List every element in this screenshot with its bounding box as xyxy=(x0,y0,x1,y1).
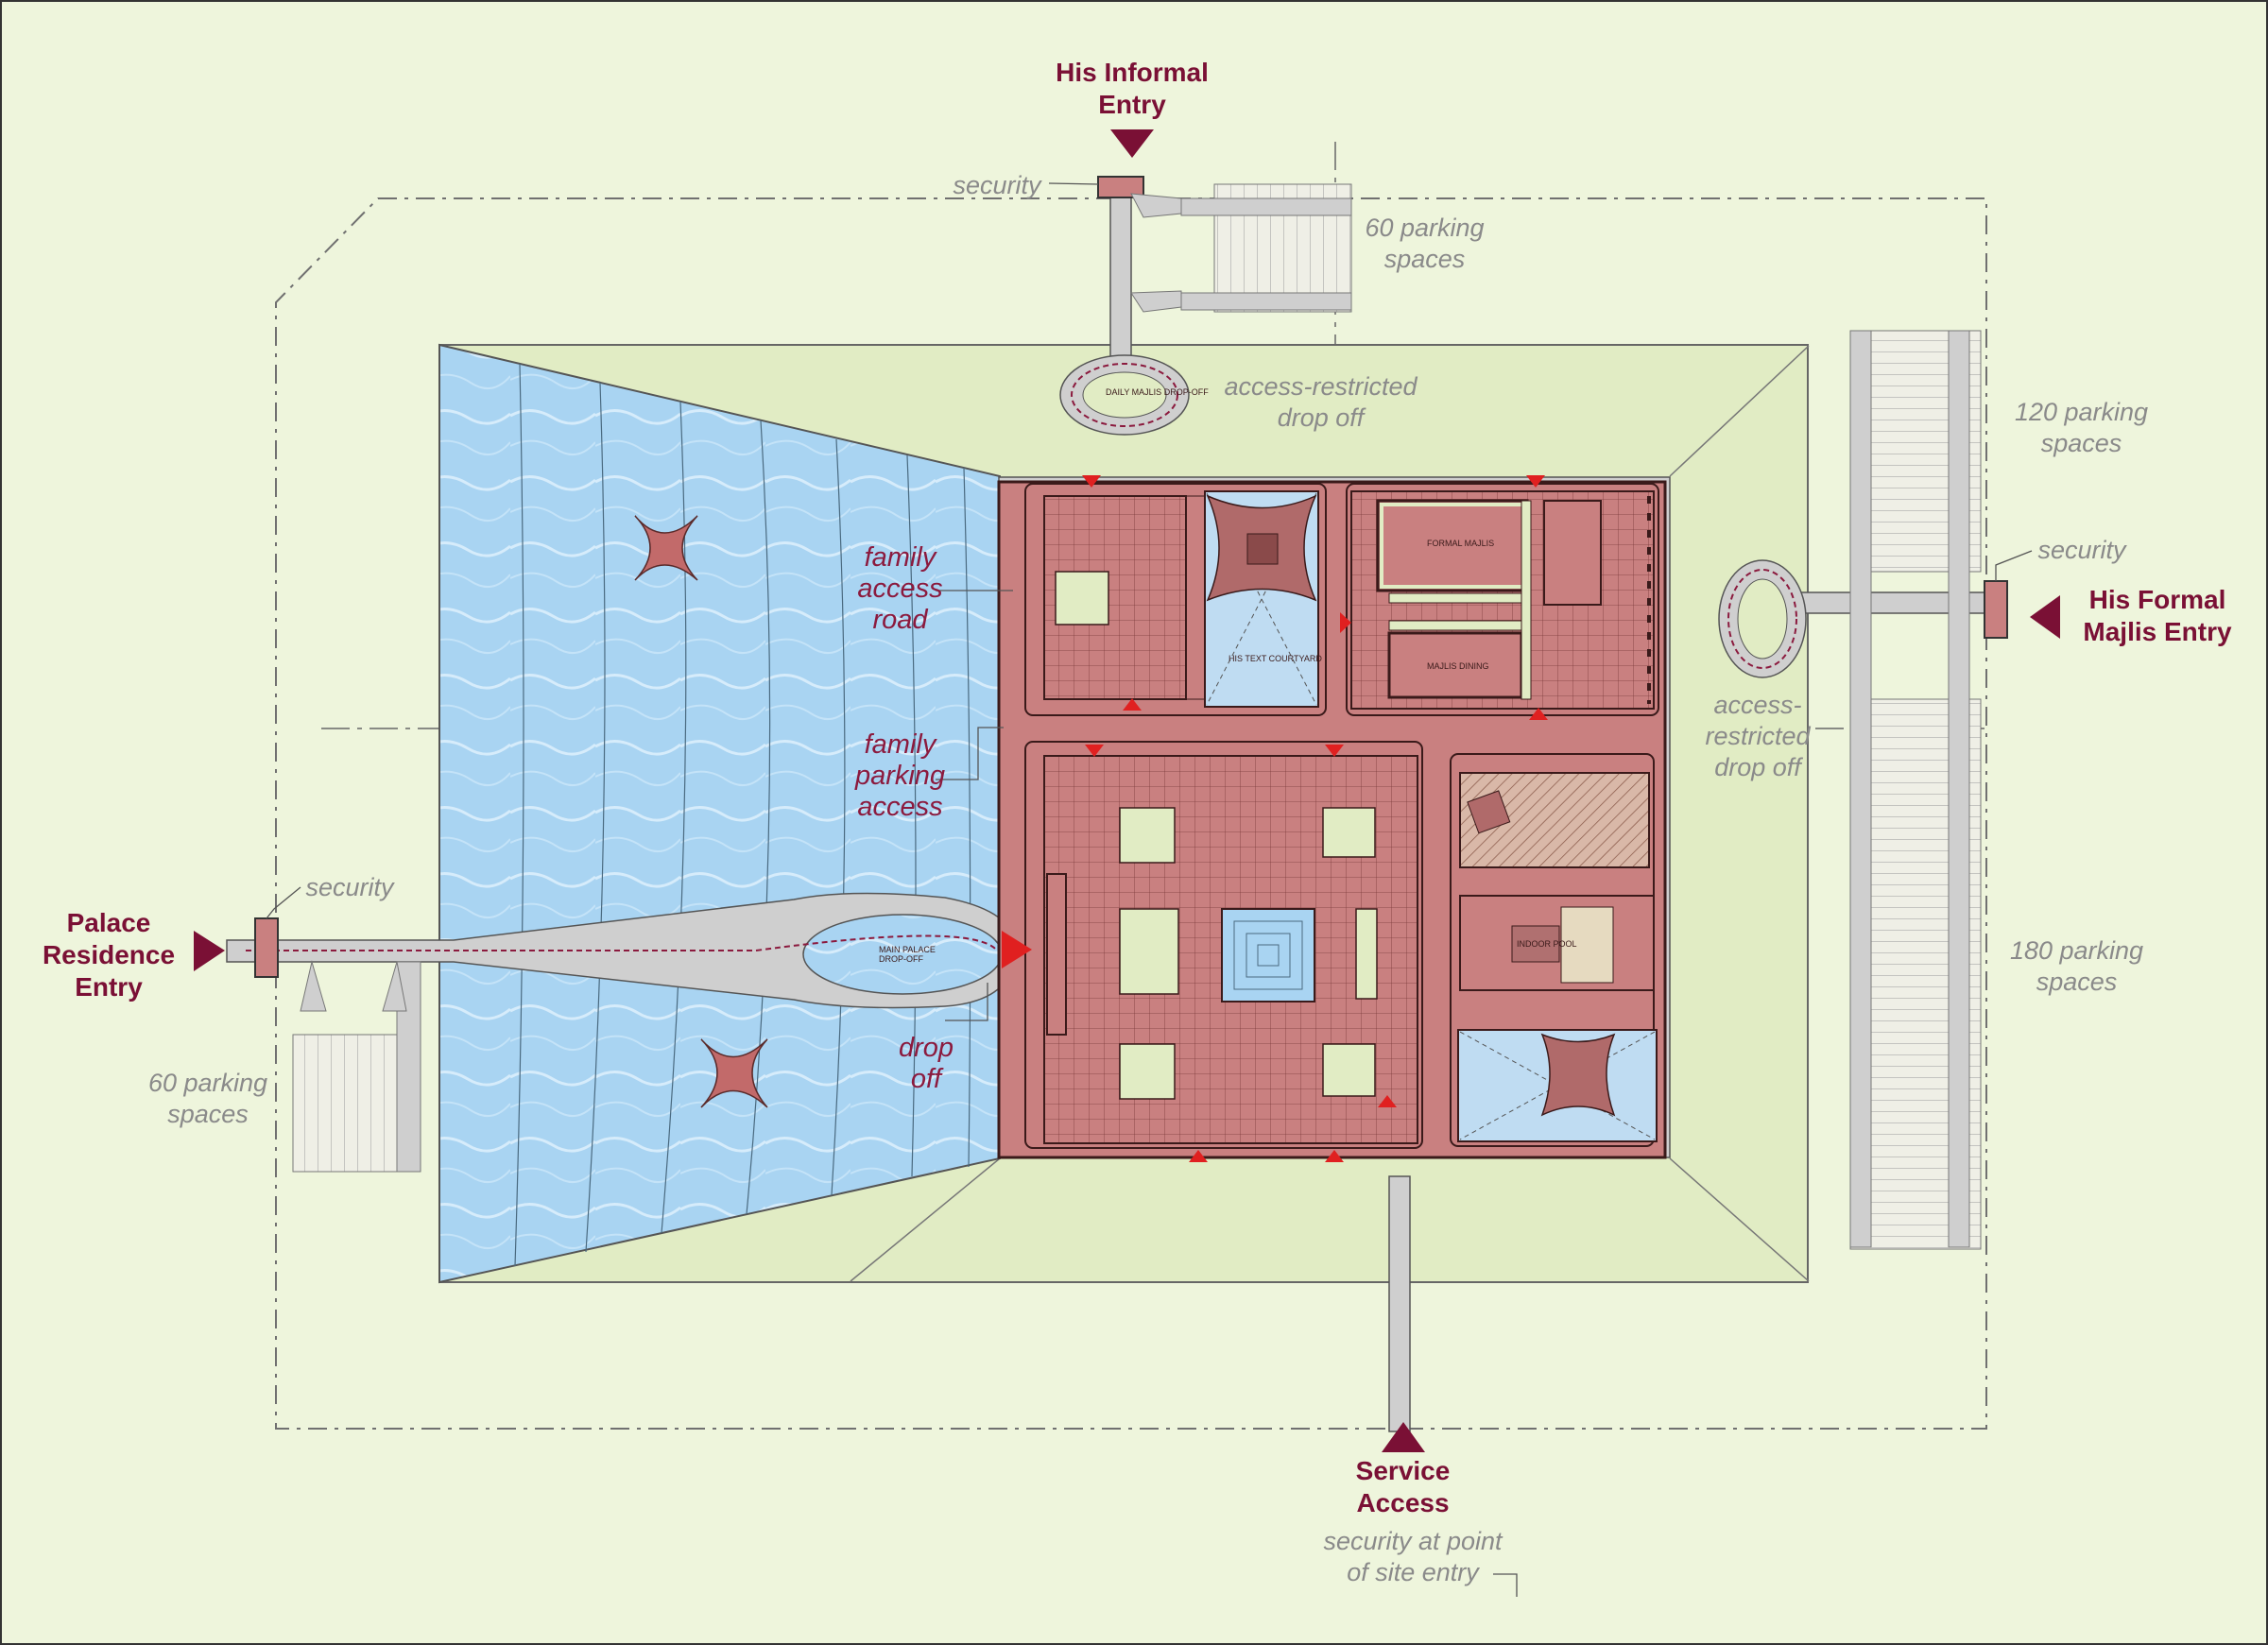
security-right-label: security xyxy=(2037,536,2126,564)
entry-arrow-right xyxy=(2030,595,2060,639)
entry-arrow-bottom xyxy=(1382,1422,1425,1452)
fountain-bottom xyxy=(700,1038,768,1108)
svg-text:DROP-OFF: DROP-OFF xyxy=(879,954,923,964)
formal-majlis xyxy=(1376,499,1529,592)
security-top-label: security xyxy=(953,171,1041,199)
security-booth-right xyxy=(1984,580,2008,639)
family-parking-access-label: family parking access xyxy=(854,729,946,822)
security-service-label: security at point of site entry xyxy=(1323,1527,1503,1586)
security-booth-left xyxy=(254,917,279,978)
svg-text:MAJLIS DINING: MAJLIS DINING xyxy=(1427,661,1489,671)
majlis-dining xyxy=(1387,631,1523,699)
service-road xyxy=(1388,1175,1411,1432)
svg-text:HIS TEXT COURTYARD: HIS TEXT COURTYARD xyxy=(1228,654,1322,663)
access-markers xyxy=(1002,475,1548,1162)
security-left-label: security xyxy=(305,873,394,901)
parking-right-bottom-label: 180 parking spaces xyxy=(2009,936,2144,996)
parking-right-top-label: 120 parking spaces xyxy=(2014,398,2149,457)
palace-residence-entry-label: Palace Residence Entry xyxy=(42,908,176,1002)
entry-arrow-left xyxy=(194,931,225,971)
family-courtyard xyxy=(1221,908,1315,1002)
parking-left-label: 60 parking spaces xyxy=(147,1069,268,1128)
svg-text:DAILY MAJLIS DROP-OFF: DAILY MAJLIS DROP-OFF xyxy=(1106,387,1209,397)
svg-text:INDOOR POOL: INDOOR POOL xyxy=(1517,939,1577,949)
entry-arrow-top xyxy=(1110,129,1154,158)
site-boundary xyxy=(275,197,1987,1430)
access-restricted-right-label: access- restricted drop off xyxy=(1705,691,1811,781)
svg-text:MAIN PALACE: MAIN PALACE xyxy=(879,945,936,954)
access-restricted-top-label: access-restricted drop off xyxy=(1224,372,1418,432)
entrance-courtyard xyxy=(1119,908,1179,995)
guest-courtyard xyxy=(1119,807,1176,864)
drop-off-label: drop off xyxy=(898,1033,954,1094)
his-informal-entry-label: His Informal Entry xyxy=(1056,58,1209,119)
service-access-label: Service Access xyxy=(1355,1456,1451,1517)
his-formal-majlis-entry-label: His Formal Majlis Entry xyxy=(2083,585,2232,646)
family-access-road-label: family access road xyxy=(857,542,943,635)
outdoor-pool xyxy=(1560,906,1614,984)
fountain-top xyxy=(634,515,698,581)
svg-text:FORMAL MAJLIS: FORMAL MAJLIS xyxy=(1427,539,1494,548)
security-booth-top xyxy=(1097,176,1144,198)
parking-top-label: 60 parking spaces xyxy=(1365,214,1485,273)
